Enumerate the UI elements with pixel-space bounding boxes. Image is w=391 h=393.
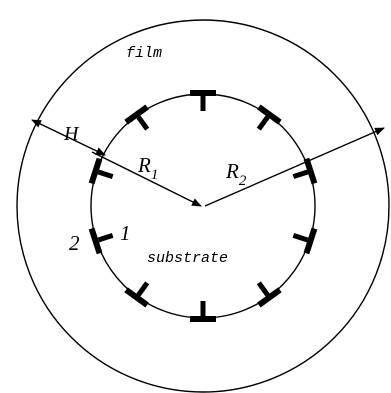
dislocation-tee-icon xyxy=(292,227,318,255)
dislocation-tee-icon xyxy=(292,157,318,185)
film-outer-circle xyxy=(16,19,390,393)
thickness-arrow xyxy=(31,119,106,156)
outer-radius-arrow xyxy=(204,127,385,207)
dislocation-tee-icon xyxy=(190,90,216,111)
substrate-label: substrate xyxy=(147,250,228,267)
dislocation-tee-icon xyxy=(190,301,216,322)
substrate-circle xyxy=(90,93,316,319)
thickness-label: H xyxy=(63,123,80,145)
dislocation-group xyxy=(88,90,318,322)
film-region-number: 2 xyxy=(69,231,80,255)
inner-radius-arrow xyxy=(91,151,202,207)
outer-radius-subscript: 2 xyxy=(239,173,247,189)
film-label: film xyxy=(126,45,162,62)
substrate-region-number: 1 xyxy=(120,221,131,245)
dislocation-tee-icon xyxy=(256,281,282,308)
dislocation-tee-icon xyxy=(88,227,114,255)
dislocation-tee-icon xyxy=(256,104,282,131)
dislocation-tee-icon xyxy=(124,281,150,308)
outer-radius-label: R2 xyxy=(225,159,247,189)
dislocation-tee-icon xyxy=(88,157,114,185)
dislocation-tee-icon xyxy=(124,104,150,131)
inner-radius-label: R1 xyxy=(137,153,158,183)
inner-radius-subscript: 1 xyxy=(151,167,159,183)
